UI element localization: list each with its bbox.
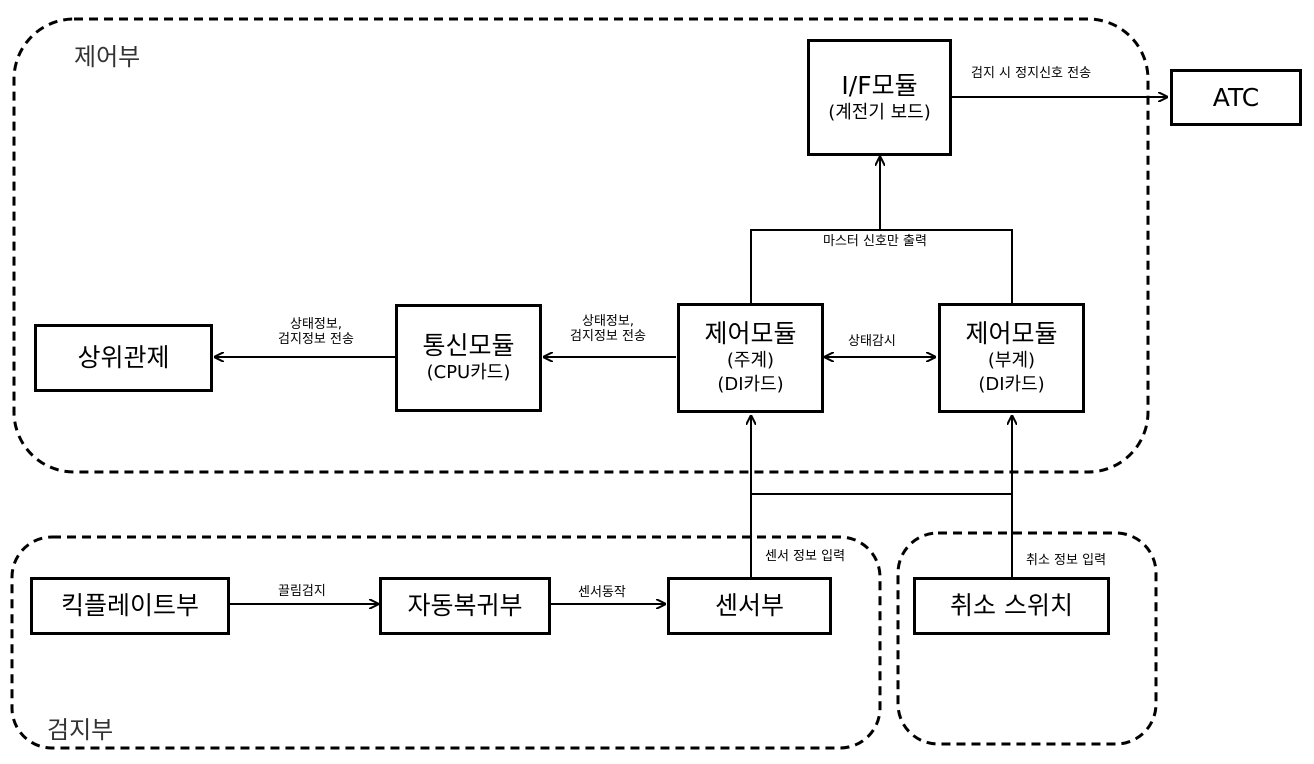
detect-group-label: 검지부: [47, 716, 114, 744]
upper-control-box: 상위관제: [34, 324, 213, 392]
upper-status-line2: 검지정보 전송: [278, 332, 354, 347]
comm-module-box: 통신모듈 (CPU카드): [395, 304, 542, 412]
comm-module-sub: (CPU카드): [426, 362, 511, 383]
master-output-bracket: [750, 229, 1013, 303]
cancel-input-label: 취소 정보 입력: [1026, 553, 1107, 568]
sensor-box: 센서부: [667, 577, 832, 635]
cancel-switch-box: 취소 스위치: [913, 577, 1110, 635]
cancel-group-outline: [896, 531, 1158, 746]
kick-plate-box: 킥플레이트부: [30, 577, 230, 635]
status-monitor-label: 상태감시: [848, 334, 896, 349]
comm-status-line2: 검지정보 전송: [570, 329, 646, 344]
upper-status-line1: 상태정보,: [290, 317, 342, 332]
control-sub-sub2: (DI카드): [978, 374, 1045, 395]
if-module-box: I/F모듈 (계전기 보드): [807, 39, 952, 156]
comm-module-title: 통신모듈: [422, 331, 515, 360]
atc-title: ATC: [1212, 82, 1260, 112]
cancel-switch-title: 취소 스위치: [950, 591, 1073, 620]
if-module-title: I/F모듈: [841, 70, 918, 100]
sensor-action-label: 센서동작: [578, 585, 626, 600]
control-main-sub1: (주계): [726, 350, 775, 371]
control-main-sub2: (DI카드): [717, 374, 784, 395]
control-sub-title: 제어모듈: [965, 319, 1058, 348]
stop-signal-label: 검지 시 정지신호 전송: [971, 66, 1092, 81]
auto-return-box: 자동복귀부: [379, 577, 551, 635]
drag-detect-label: 끌림검지: [278, 584, 326, 599]
control-main-title: 제어모듈: [704, 319, 797, 348]
control-sub-sub1: (부계): [987, 350, 1036, 371]
detect-group-outline: [10, 535, 882, 750]
control-group-label: 제어부: [74, 43, 141, 71]
control-sub-box: 제어모듈 (부계) (DI카드): [938, 303, 1085, 413]
master-only-label: 마스터 신호만 출력: [823, 234, 927, 249]
atc-box: ATC: [1170, 69, 1302, 126]
if-module-sub: (계전기 보드): [828, 101, 931, 123]
comm-status-line1: 상태정보,: [582, 314, 634, 329]
auto-return-title: 자동복귀부: [407, 591, 523, 620]
upper-status-label: 상태정보, 검지정보 전송: [256, 317, 376, 347]
control-main-box: 제어모듈 (주계) (DI카드): [677, 303, 824, 413]
upper-control-title: 상위관제: [77, 343, 170, 372]
comm-status-label: 상태정보, 검지정보 전송: [548, 314, 668, 344]
kick-plate-title: 킥플레이트부: [60, 591, 199, 620]
control-group-outline: [12, 17, 1150, 474]
sensor-input-label: 센서 정보 입력: [765, 549, 846, 564]
sensor-title: 센서부: [714, 591, 784, 620]
